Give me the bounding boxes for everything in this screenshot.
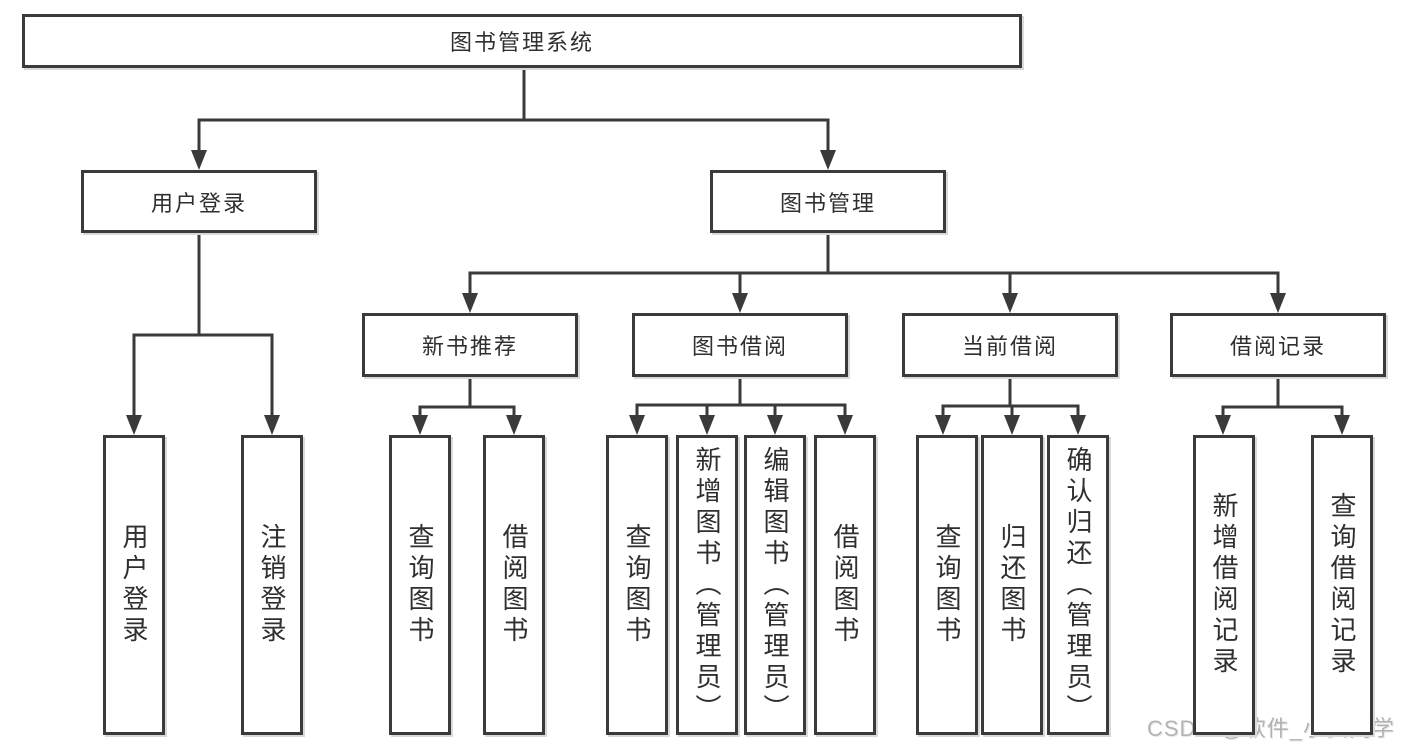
node-label: 确认归还（管理员） <box>1063 445 1093 725</box>
node-label: 用户登录 <box>119 523 149 647</box>
node-label: 新书推荐 <box>421 334 518 359</box>
node-label: 查询图书 <box>622 523 652 647</box>
node-book-mgmt: 图书管理 <box>710 170 946 233</box>
node-label: 新增图书（管理员） <box>692 445 722 725</box>
node-leaf-logout: 注销登录 <box>241 435 303 735</box>
node-new-book-rec: 新书推荐 <box>362 313 578 377</box>
node-leaf-edit-book: 编辑图书（管理员） <box>744 435 806 735</box>
node-label: 查询图书 <box>405 523 435 647</box>
node-leaf-borrow-book-2: 借阅图书 <box>814 435 876 735</box>
node-leaf-add-borrow-record: 新增借阅记录 <box>1193 435 1255 735</box>
node-leaf-query-borrow-record: 查询借阅记录 <box>1311 435 1373 735</box>
node-leaf-query-book-3: 查询图书 <box>916 435 978 735</box>
node-label: 查询借阅记录 <box>1327 492 1357 678</box>
node-borrow-records: 借阅记录 <box>1170 313 1386 377</box>
node-label: 查询图书 <box>932 523 962 647</box>
node-book-borrow: 图书借阅 <box>632 313 848 377</box>
node-label: 借阅图书 <box>830 523 860 647</box>
node-leaf-query-book-2: 查询图书 <box>606 435 668 735</box>
node-label: 归还图书 <box>997 523 1027 647</box>
node-label: 编辑图书（管理员） <box>760 445 790 725</box>
node-user-login: 用户登录 <box>81 170 317 233</box>
node-label: 图书借阅 <box>691 334 788 359</box>
node-root: 图书管理系统 <box>22 14 1022 68</box>
node-leaf-borrow-book-1: 借阅图书 <box>483 435 545 735</box>
node-label: 图书管理 <box>779 190 876 216</box>
node-label: 借阅图书 <box>499 523 529 647</box>
node-label: 用户登录 <box>150 190 247 216</box>
node-label: 新增借阅记录 <box>1209 492 1239 678</box>
node-label: 图书管理系统 <box>449 30 594 55</box>
node-label: 借阅记录 <box>1229 334 1326 359</box>
node-leaf-query-book-1: 查询图书 <box>389 435 451 735</box>
node-label: 当前借阅 <box>961 334 1058 359</box>
node-leaf-user-login: 用户登录 <box>103 435 165 735</box>
node-leaf-confirm-return: 确认归还（管理员） <box>1047 435 1109 735</box>
node-leaf-add-book: 新增图书（管理员） <box>676 435 738 735</box>
node-label: 注销登录 <box>257 523 287 647</box>
node-leaf-return-book: 归还图书 <box>981 435 1043 735</box>
node-current-borrow: 当前借阅 <box>902 313 1118 377</box>
